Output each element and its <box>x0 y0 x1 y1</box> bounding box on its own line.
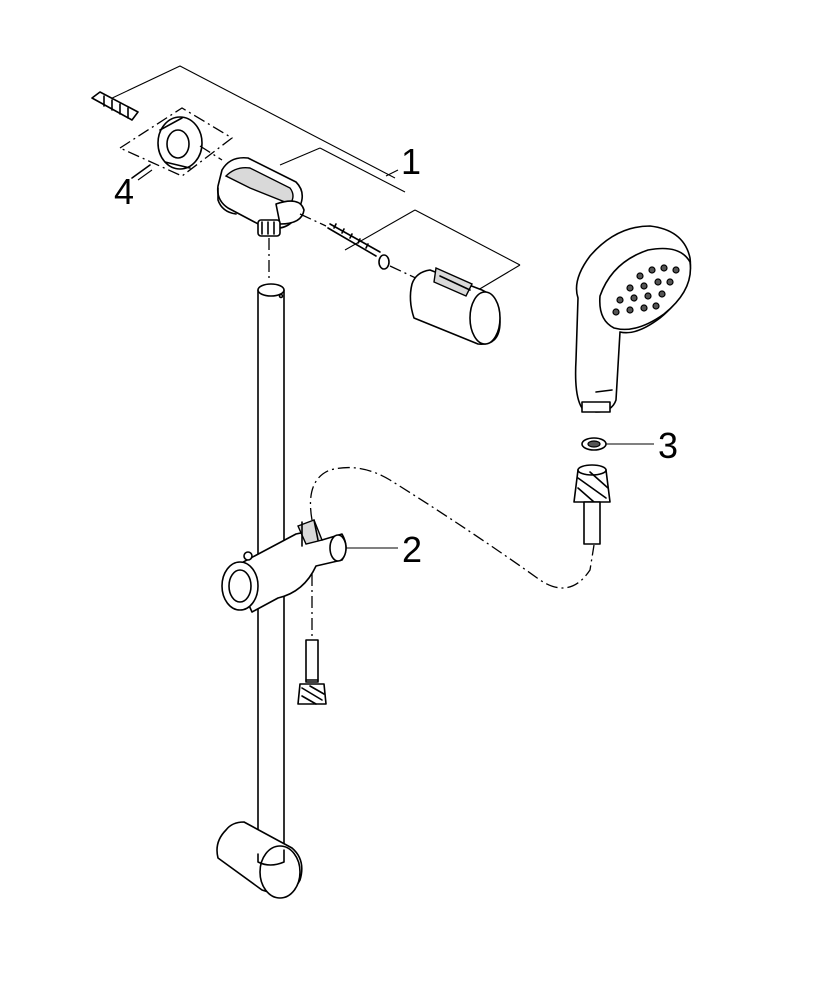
part-1-group-outline <box>107 65 521 291</box>
callout-3: 3 <box>658 425 678 466</box>
wall-bracket <box>216 156 305 237</box>
part-4-adapter-ring <box>118 107 234 179</box>
bottom-wall-bracket <box>216 821 303 899</box>
hose-connector-upper <box>573 464 611 545</box>
wall-anchor <box>91 91 139 121</box>
shower-hose <box>309 466 595 589</box>
callout-2: 2 <box>402 529 422 570</box>
mounting-screw <box>299 213 421 281</box>
leader-lines <box>137 169 654 549</box>
callout-1: 1 <box>401 141 421 182</box>
part-3-washer <box>581 437 607 451</box>
callout-4: 4 <box>114 171 134 212</box>
spray-nozzles <box>612 264 680 316</box>
hose-connector-lower <box>297 639 327 705</box>
part-2-slider-holder <box>221 519 347 613</box>
hand-shower <box>574 225 692 413</box>
end-cap <box>409 266 501 345</box>
